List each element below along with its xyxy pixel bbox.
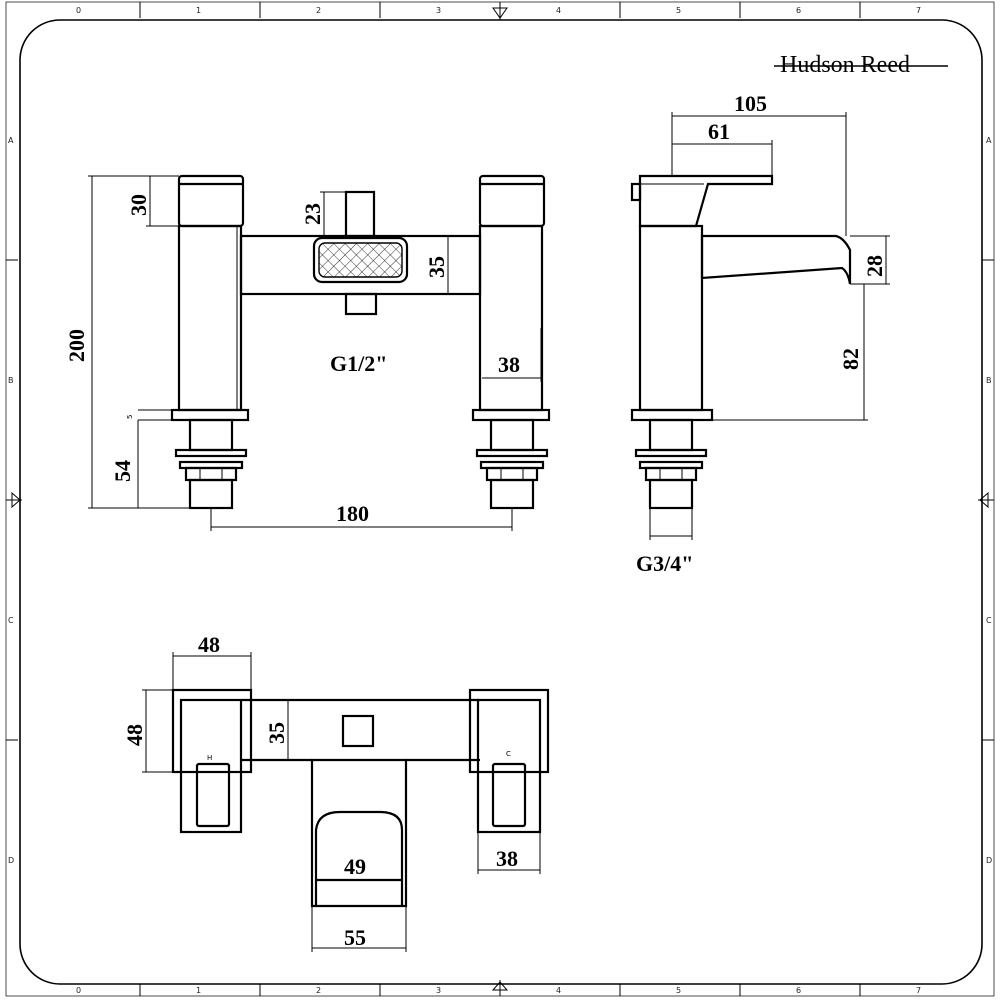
col-label-7: 7: [916, 6, 921, 15]
side-elevation: 105 61 28 82 G3/4": [630, 91, 890, 576]
dim-plan-handle-depth: 48: [122, 724, 147, 746]
front-elevation: 200 30 23 35 G1/2" 38 5 54 180: [64, 174, 551, 531]
col-label-5-bottom: 5: [676, 986, 681, 995]
aerator-mesh: [318, 242, 403, 278]
col-label-6: 6: [796, 6, 801, 15]
col-label-5: 5: [676, 6, 681, 15]
col-label-2-bottom: 2: [316, 986, 321, 995]
col-label-4: 4: [556, 6, 561, 15]
dim-front-centres: 180: [336, 501, 369, 526]
col-label-0: 0: [76, 6, 81, 15]
dim-front-outlet-thread: G1/2": [330, 351, 387, 376]
row-label-b-right: B: [986, 376, 992, 385]
brand-name: Hudson Reed: [780, 52, 910, 78]
dim-side-spout-height: 28: [862, 255, 887, 277]
drawing-frame: 0 1 2 3 4 5 6 7 0 1 2 3 4 5 6 7 A B C D …: [5, 1, 995, 997]
dim-front-flange: 5: [126, 415, 134, 419]
row-label-b: B: [8, 376, 14, 385]
col-label-1: 1: [196, 6, 201, 15]
col-label-3-bottom: 3: [436, 986, 441, 995]
dim-side-depth-total: 105: [734, 91, 767, 116]
centre-mark-right: [978, 491, 994, 509]
col-label-0-bottom: 0: [76, 986, 81, 995]
dim-front-leg-width: 38: [498, 352, 520, 377]
col-label-2: 2: [316, 6, 321, 15]
dim-plan-handle-width: 48: [198, 632, 220, 657]
dim-side-inlet-thread: G3/4": [636, 551, 693, 576]
dim-side-spout-clearance: 82: [838, 348, 863, 370]
row-label-c-right: C: [986, 616, 992, 625]
handle-mark-hot: H: [207, 754, 212, 762]
row-label-a-right: A: [986, 136, 992, 145]
centre-mark-left: [6, 491, 22, 509]
dim-side-depth-handle: 61: [708, 119, 730, 144]
col-label-6-bottom: 6: [796, 986, 801, 995]
row-label-a: A: [8, 136, 14, 145]
col-label-4-bottom: 4: [556, 986, 561, 995]
handle-mark-cold: C: [506, 750, 511, 758]
row-label-d-right: D: [986, 856, 992, 865]
dim-plan-leg-width: 38: [496, 846, 518, 871]
dim-plan-spout-outer: 55: [344, 925, 366, 950]
row-label-d: D: [8, 856, 14, 865]
col-label-1-bottom: 1: [196, 986, 201, 995]
dim-plan-spout-inner: 49: [344, 854, 366, 879]
centre-mark-bottom: [491, 980, 509, 996]
col-label-7-bottom: 7: [916, 986, 921, 995]
dim-front-total-height: 200: [64, 329, 89, 362]
dim-front-tail-height: 54: [110, 460, 135, 482]
dim-front-diverter-height: 23: [300, 203, 325, 225]
centre-mark-top: [492, 2, 508, 20]
row-label-c: C: [8, 616, 14, 625]
dim-front-body-height: 35: [424, 256, 449, 278]
plan-view: H C: [122, 632, 550, 952]
dim-plan-body-depth: 35: [264, 722, 289, 744]
brand-logo: Hudson Reed: [774, 52, 948, 78]
dim-front-handle-height: 30: [126, 194, 151, 216]
col-label-3: 3: [436, 6, 441, 15]
